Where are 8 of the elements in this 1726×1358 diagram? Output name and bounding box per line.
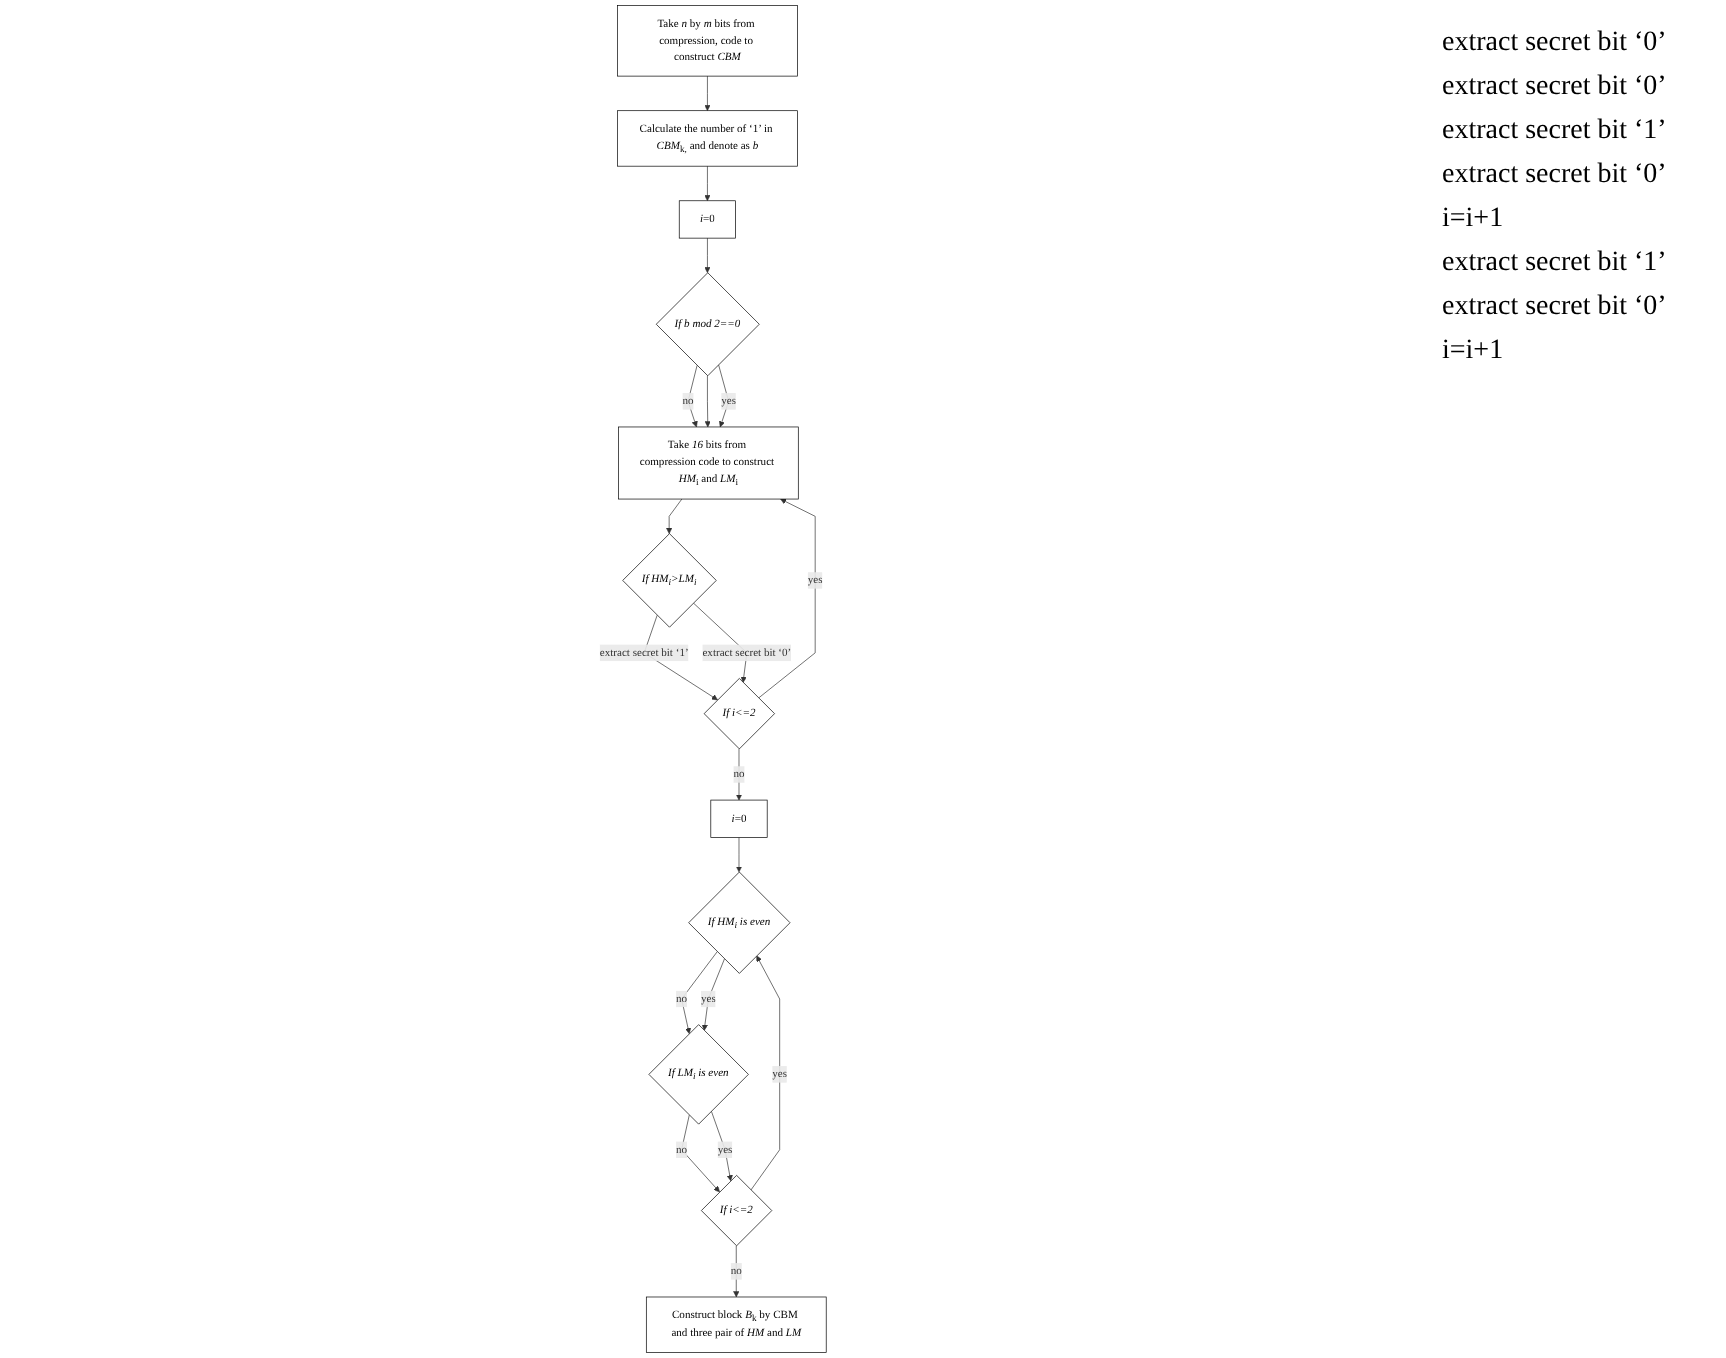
note-text: extract secret bit ‘0’ <box>1442 28 1669 60</box>
note-text: extract secret bit ‘1’ <box>1442 116 1669 148</box>
note-text: extract secret bit ‘0’ <box>1442 72 1669 104</box>
note-text: i=i+1 <box>1442 336 1506 368</box>
note-text: extract secret bit ‘1’ <box>1442 248 1669 280</box>
note-text: extract secret bit ‘0’ <box>1442 292 1669 324</box>
note-text: extract secret bit ‘0’ <box>1442 160 1669 192</box>
note-text: i=i+1 <box>1442 204 1506 236</box>
